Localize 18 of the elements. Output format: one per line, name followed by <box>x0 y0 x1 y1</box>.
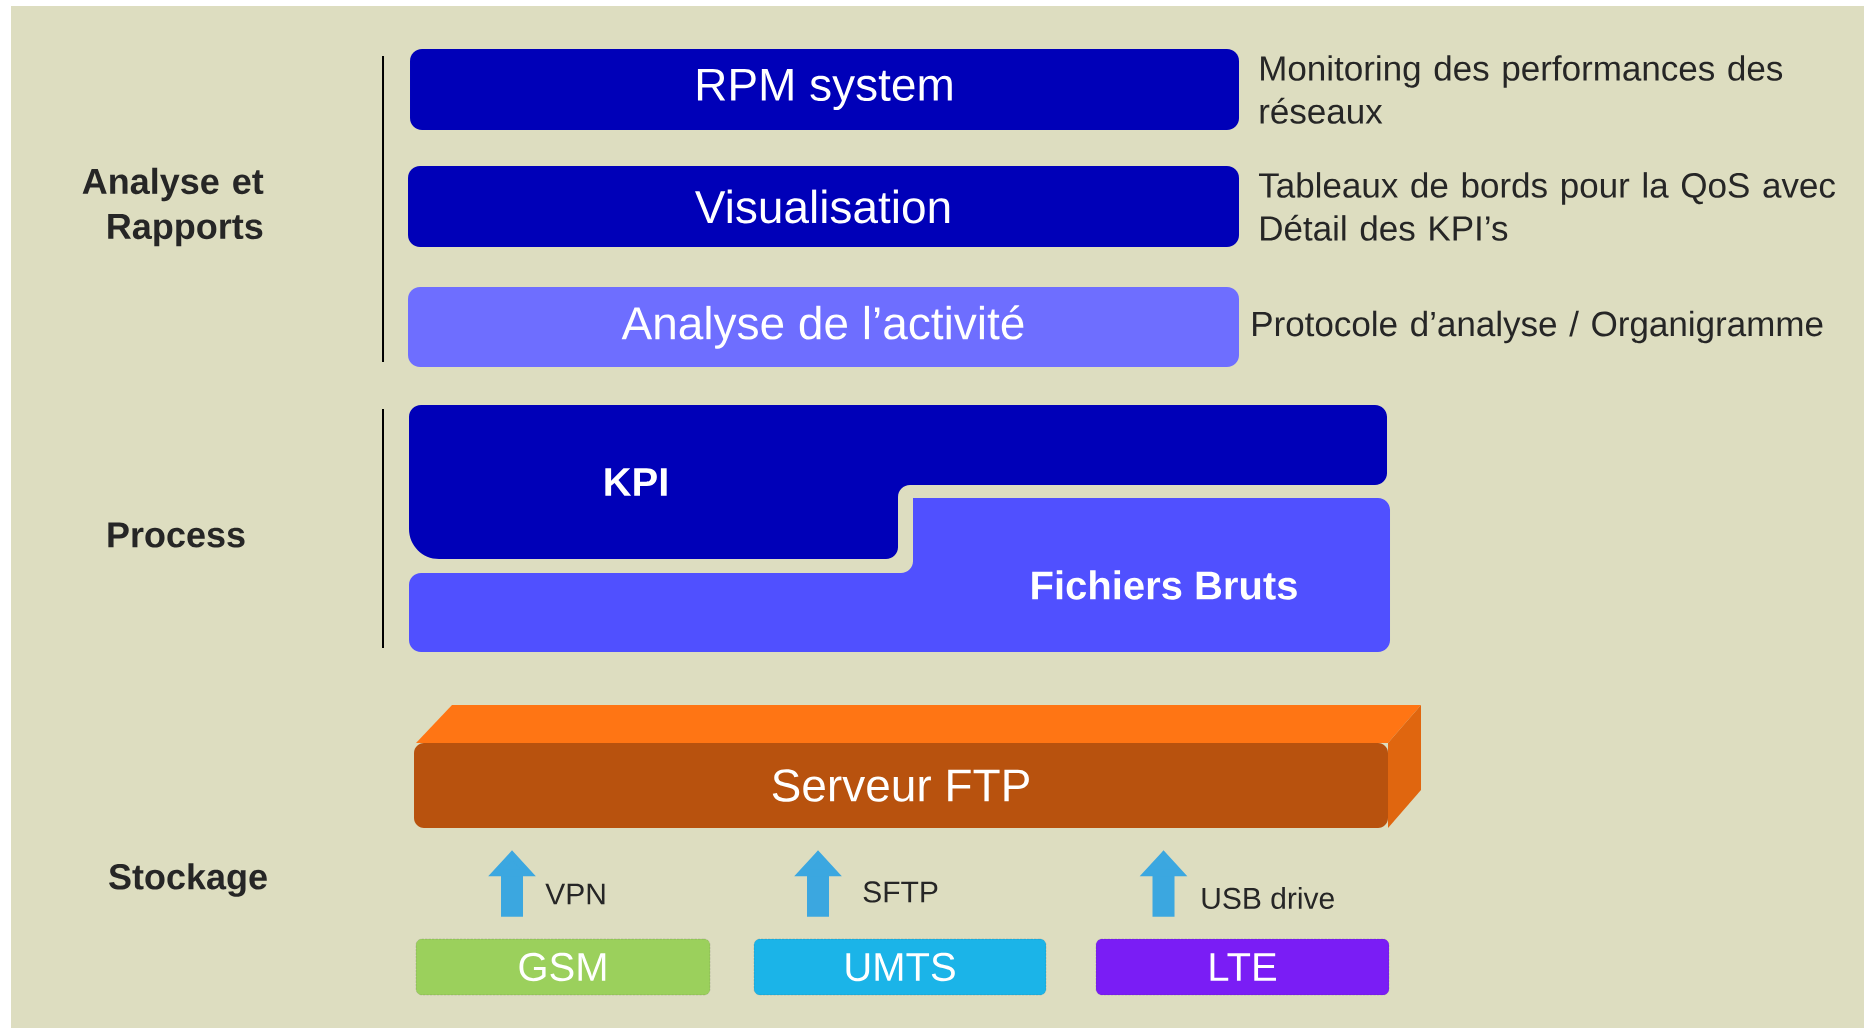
section-label: Stockage <box>109 863 267 897</box>
layer-bar: RPM system <box>410 49 1239 130</box>
edge-label: VPN <box>545 883 605 905</box>
network-tile: UMTS <box>753 938 1047 996</box>
description-text: Protocole d’analyse / Organigramme <box>1253 310 1823 344</box>
step-block: Fichiers Bruts <box>409 498 1390 652</box>
network-tile: LTE <box>1095 938 1390 996</box>
section-label: Process <box>108 522 245 548</box>
description-text: Monitoring des performances des réseaux <box>1260 55 1783 124</box>
description-text: Tableaux de bords pour la QoS avec Détail des KPI’s <box>1259 172 1835 241</box>
layer-bar: Analyse de l’activité <box>408 287 1239 367</box>
section-label: Analyse et Rapports <box>82 167 264 247</box>
edge-label: SFTP <box>863 881 938 903</box>
network-tile: GSM <box>415 938 711 996</box>
step-block: KPI <box>409 405 1387 559</box>
server-block: Serveur FTP <box>414 705 1421 828</box>
layer-bar: Visualisation <box>408 166 1239 247</box>
edge-label: USB drive <box>1202 887 1334 909</box>
